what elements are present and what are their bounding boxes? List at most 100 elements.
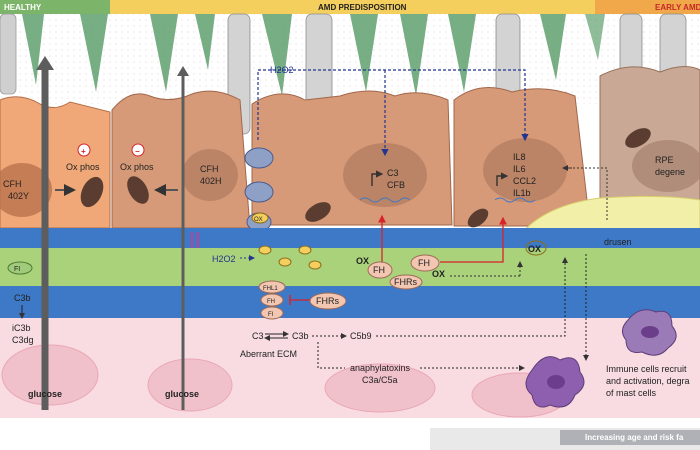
minus-icon [131, 143, 145, 157]
ox-label-b: OX [432, 269, 445, 279]
c5b9-pathway [376, 257, 568, 337]
mitochondria-icon [305, 202, 331, 222]
mitochondria-icon [127, 176, 149, 204]
cone-segment [400, 14, 428, 96]
mitochondria-icon [625, 128, 651, 148]
il6-label: IL6 [513, 164, 526, 174]
c3-gene-label: C3 [387, 168, 399, 178]
stage-header: HEALTHY AMD PREDISPOSITION EARLY AMD [0, 0, 700, 14]
lysosome-icon [244, 181, 274, 203]
c3b-left-label: C3b [14, 293, 31, 303]
mast-cell-nucleus [547, 375, 565, 389]
transcription-arrow-icon [371, 170, 384, 186]
arrow-head-icon [36, 56, 54, 70]
dna-icon [494, 197, 536, 203]
ox-marker [251, 212, 269, 224]
anaphylatoxin-pathway [317, 342, 345, 369]
fh-protein [367, 261, 393, 279]
cfh-402y-line1: CFH [3, 179, 22, 189]
fhl1-protein [258, 280, 286, 294]
dna-icon [359, 197, 411, 203]
cone-segment [350, 14, 378, 92]
glucose-label-2: glucose [165, 389, 199, 399]
fi-label-c: FI [268, 312, 274, 318]
h2o2-left-label: H2O2 [212, 254, 236, 264]
cfh-402y-line2: 402Y [8, 191, 29, 201]
photoreceptors [0, 13, 687, 143]
cone-segment [195, 14, 215, 70]
immune-cell-nucleus [641, 326, 659, 338]
fhrs-label-a: FHRs [394, 277, 417, 287]
cone-segment [262, 14, 292, 96]
c3dg-label: C3dg [12, 335, 34, 345]
transcription-arrow-icon [496, 172, 509, 186]
ox-marker [298, 245, 312, 255]
immune-cells [525, 309, 677, 408]
cfh-402h-line2: 402H [200, 176, 222, 186]
bruch-membrane-lower [0, 286, 700, 325]
fh-protein [260, 293, 284, 307]
aberrant-ecm-label: Aberrant ECM [240, 349, 297, 359]
cfb-gene-label: CFB [387, 180, 405, 190]
cone-segment [448, 14, 476, 92]
c3a-c5a-label: C3a/C5a [362, 375, 398, 385]
fhl1-label: FHL1 [263, 286, 278, 292]
minus-sign: − [135, 147, 140, 156]
cone-segment [540, 14, 566, 80]
fh-protein [410, 254, 440, 272]
fhrs-label-b: FHRs [316, 296, 339, 306]
ox-phos-label-1: Ox phos [66, 162, 100, 172]
nucleus [182, 149, 238, 201]
bruch-membrane-upper [0, 228, 700, 250]
fh-label-c: FH [267, 299, 275, 305]
rpe-cells [0, 66, 700, 232]
anaphylatoxins-label: anaphylatoxins [350, 363, 411, 373]
c3b-bottom-label: C3b [292, 331, 309, 341]
ox-label-c: OX [528, 244, 541, 254]
h2o2-top-label: H2O2 [270, 65, 294, 75]
ox-small-label: OX [254, 217, 263, 223]
header-predisposition-band [110, 0, 595, 14]
drusen-label: drusen [604, 237, 632, 247]
rpe-degeneration-line2: degene [655, 167, 685, 177]
cone-segment [22, 14, 44, 85]
immune-text-line1: Immune cells recruit [606, 364, 687, 374]
h2o2-pathway [257, 69, 529, 142]
cone-segment [150, 14, 178, 92]
mitochondria-icon [80, 176, 104, 208]
mitochondria-icon [467, 208, 489, 228]
lysosome-icon [244, 147, 274, 169]
plus-icon [77, 143, 91, 157]
capillary [324, 363, 436, 413]
fh-label-b: FH [418, 258, 430, 268]
header-healthy-band [0, 0, 110, 14]
nucleus [0, 163, 52, 217]
header-early-label: EARLY AMD [655, 3, 700, 12]
c5b9-label: C5b9 [350, 331, 372, 341]
il1b-label: IL1b [513, 188, 531, 198]
receptor-icon [190, 232, 194, 248]
ox-phos-label-2: Ox phos [120, 162, 154, 172]
c3-bottom-label: C3 [252, 331, 264, 341]
ox-cluster [258, 245, 322, 270]
fh-label-a: FH [373, 265, 385, 275]
photoreceptor-texture [0, 14, 700, 104]
fi-protein [260, 306, 284, 320]
capillary [147, 358, 233, 412]
fh-to-cytokine-arrow [440, 216, 507, 263]
immune-text-line2: and activation, degra [606, 376, 690, 386]
il8-label: IL8 [513, 152, 526, 162]
nucleus [343, 143, 427, 207]
arrow-head-icon [177, 66, 189, 76]
cfh-402h-line1: CFH [200, 164, 219, 174]
rod-segment [0, 13, 17, 95]
cone-segment [585, 14, 605, 60]
footer-dark [560, 430, 700, 445]
footer-label: Increasing age and risk fa [585, 433, 684, 442]
ox-marker [308, 260, 322, 270]
header-early-band [595, 0, 700, 14]
receptor-icon [196, 232, 200, 248]
fi-protein [7, 261, 33, 275]
